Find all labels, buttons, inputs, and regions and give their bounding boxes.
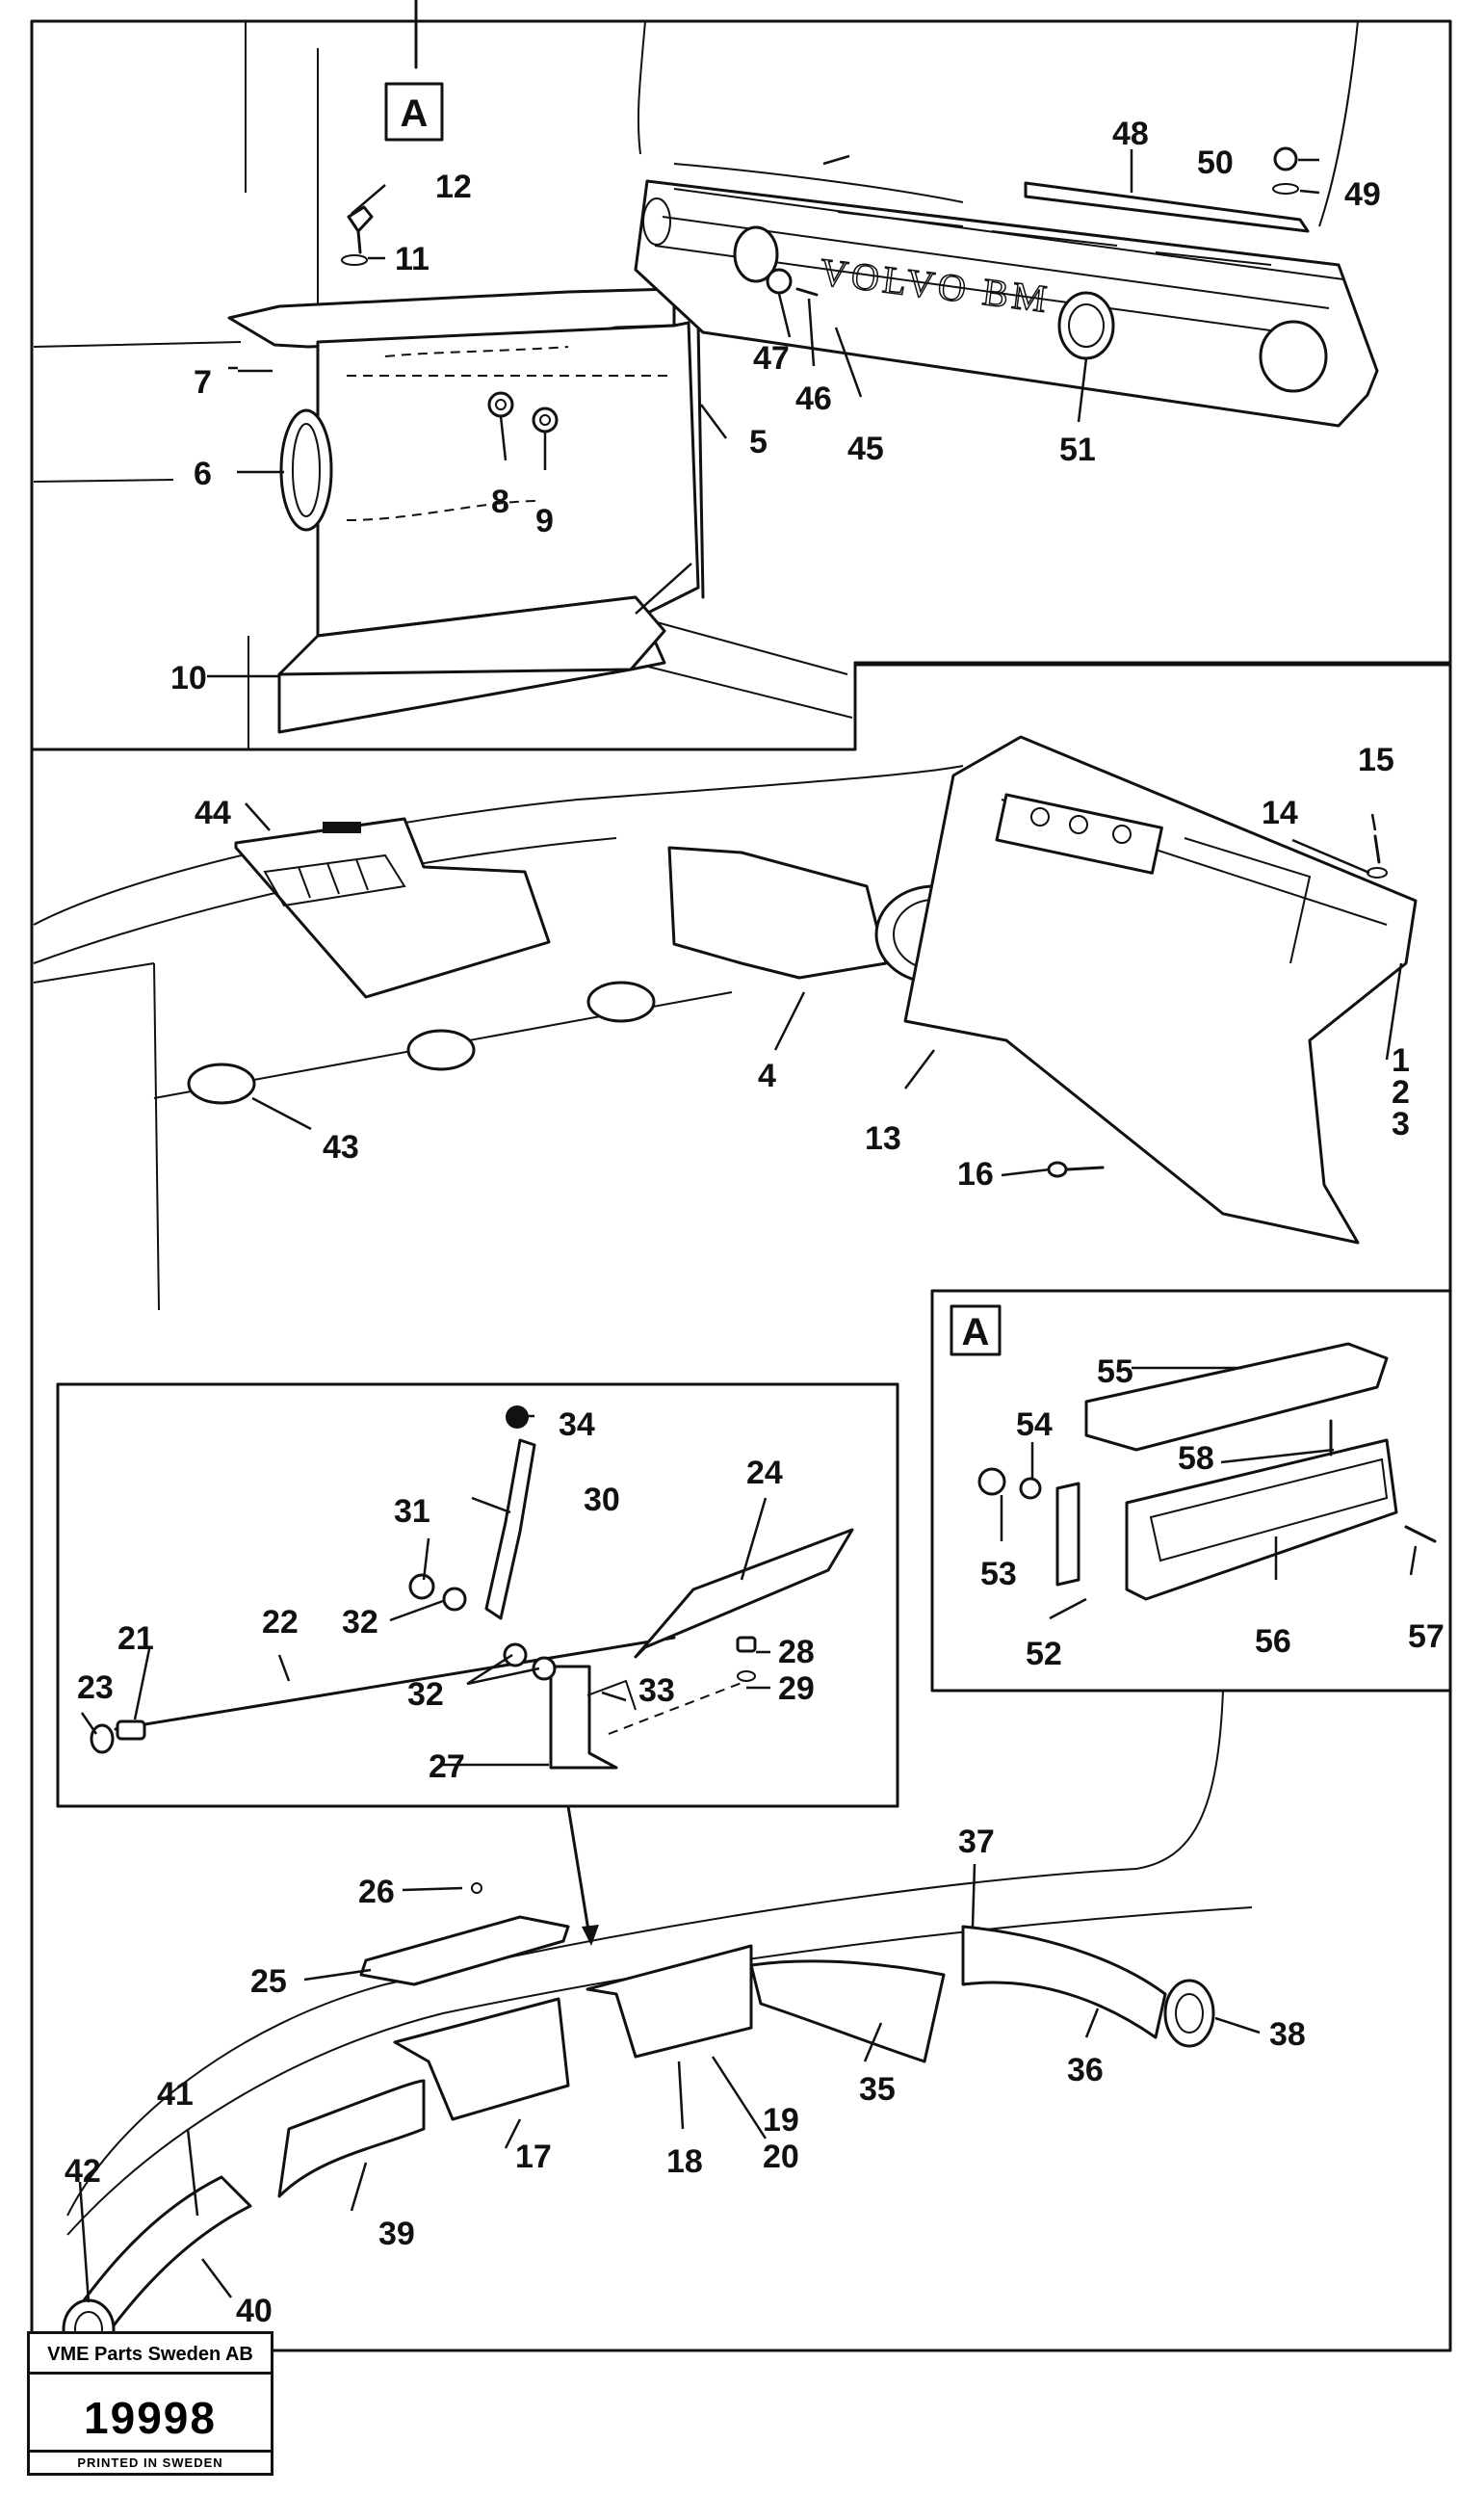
part-label: 2 [1392,1074,1410,1111]
part-label: 1 [1392,1042,1410,1079]
part-label: 21 [117,1620,154,1657]
part-label: 10 [170,660,207,696]
control-inset [56,1382,899,1946]
title-block: VME Parts Sweden AB 19998 PRINTED IN SWE… [27,2331,273,2476]
drawing-number: 19998 [84,2393,217,2443]
part-label: 13 [865,1120,901,1157]
part-label: 36 [1067,2052,1104,2088]
part-label: 19 [763,2102,799,2139]
part-label: 40 [236,2293,273,2329]
part-label: 49 [1344,176,1381,213]
part-label: 46 [795,381,832,417]
printed-note: PRINTED IN SWEDEN [30,2450,271,2473]
part-label: 7 [194,364,212,401]
svg-text:A: A [401,92,429,135]
part-label: 54 [1016,1406,1053,1443]
part-label: 16 [957,1156,994,1193]
part-label: 44 [195,795,231,831]
part-label: 30 [584,1482,620,1518]
part-label: 25 [250,1963,287,2000]
company-name: VME Parts Sweden AB [30,2334,271,2375]
part-label: 41 [157,2076,194,2113]
part-label: 43 [323,1129,359,1166]
part-label: 14 [1262,795,1298,831]
part-label: 6 [194,456,212,492]
part-label: 5 [749,424,768,460]
part-label: 47 [753,340,790,377]
part-label: 24 [746,1455,783,1491]
part-label: 4 [758,1058,776,1094]
part-label: 33 [638,1672,675,1709]
part-label: 52 [1026,1636,1062,1672]
part-label: 3 [1392,1106,1410,1142]
middle-panel-drawing [33,735,1418,1311]
leader-lines [78,149,1418,2303]
part-label: 31 [394,1493,430,1530]
part-label: 15 [1358,742,1394,778]
part-label: 55 [1097,1353,1133,1390]
part-label: 42 [65,2153,101,2190]
part-label: 9 [535,503,554,539]
part-label: 26 [358,1874,395,1910]
part-label: 27 [429,1748,465,1785]
part-label: 51 [1059,432,1096,468]
part-label: 37 [958,1824,995,1860]
part-label: 58 [1178,1440,1214,1477]
part-label: 38 [1269,2016,1306,2053]
part-label: 45 [847,431,884,467]
lower-panel-drawing [62,1690,1253,2360]
part-label: 18 [666,2143,703,2180]
top-panel-drawing: VOLVO BM [33,20,1379,749]
part-label: 48 [1112,116,1149,152]
part-label: 29 [778,1670,815,1707]
part-label: 11 [395,241,430,277]
svg-text:A: A [962,1311,990,1353]
part-label: 50 [1197,144,1234,181]
part-label: 32 [407,1676,444,1713]
part-label: 17 [515,2139,552,2175]
view-marker-a-top: A [384,82,444,142]
diagram-frames [30,0,1452,2352]
part-label: 39 [378,2216,415,2252]
part-label: 12 [435,169,472,205]
part-label: 20 [763,2139,799,2175]
part-label: 57 [1408,1618,1445,1655]
part-label: 28 [778,1634,815,1670]
part-label: 35 [859,2071,896,2108]
part-labels: 12 11 7 6 8 9 5 10 47 46 45 51 48 50 49 … [65,116,1445,2329]
part-label: 32 [342,1604,378,1641]
detail-a: A [930,1289,1452,1693]
part-label: 34 [559,1406,595,1443]
part-label: 53 [980,1556,1017,1592]
part-label: 22 [262,1604,299,1641]
part-label: 23 [77,1669,114,1706]
part-label: 56 [1255,1623,1291,1660]
part-label: 8 [491,484,509,520]
